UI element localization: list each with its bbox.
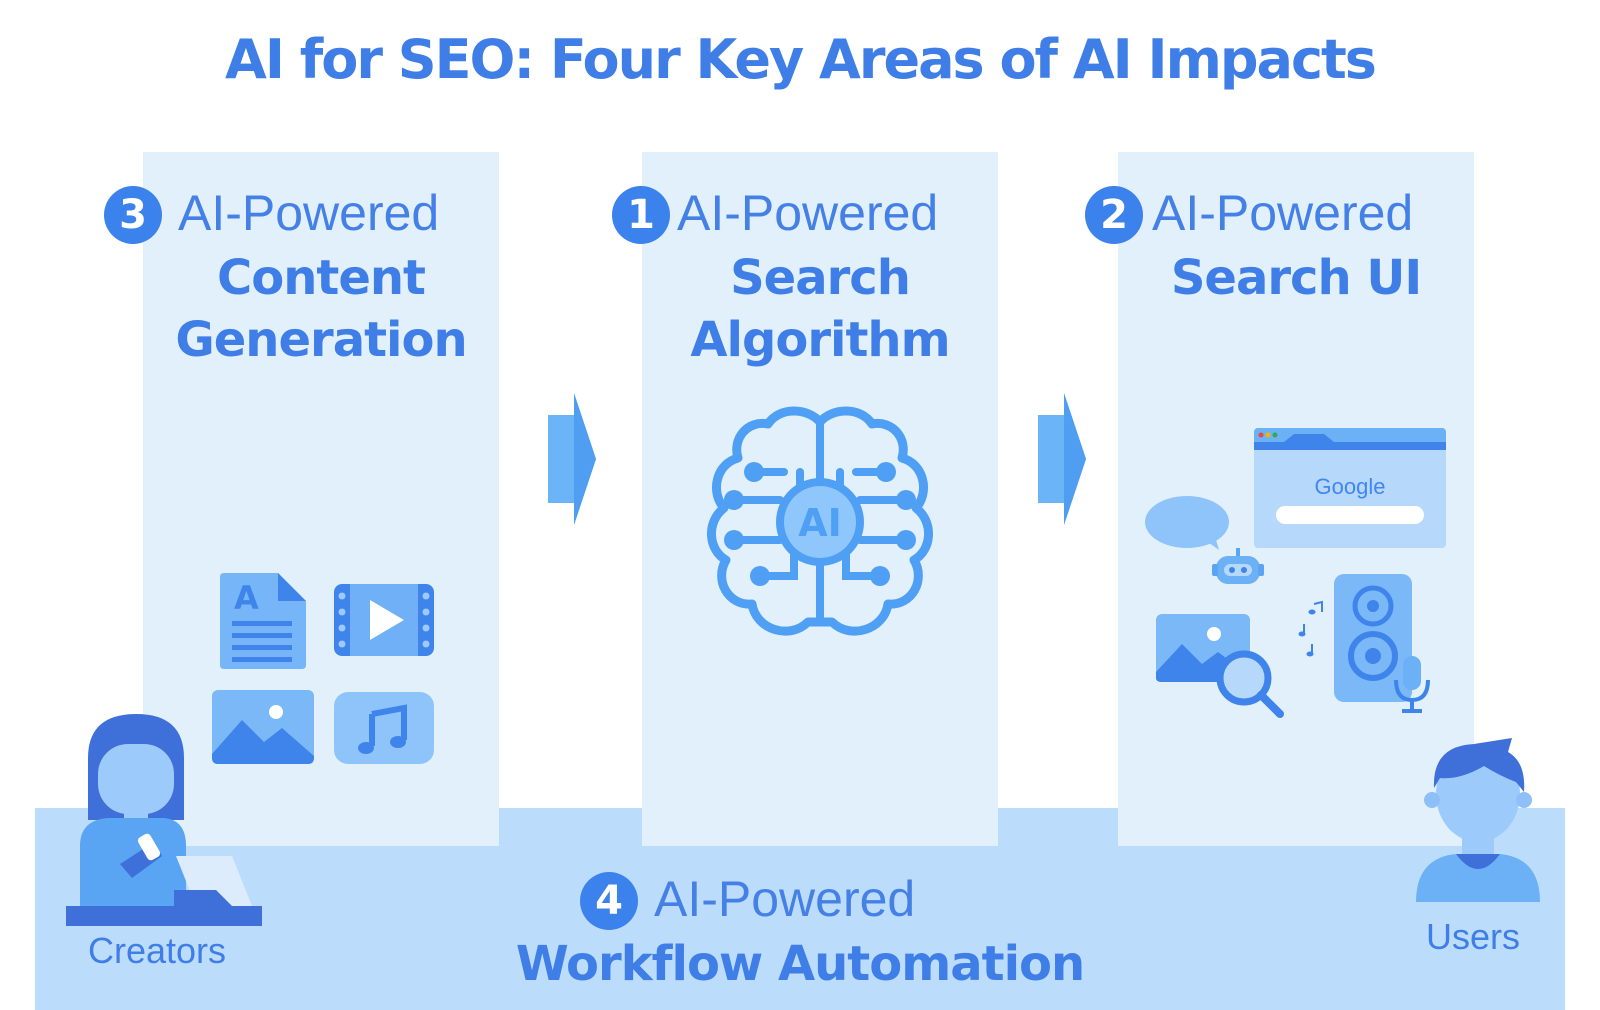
ai-brain-label: AI bbox=[798, 501, 842, 545]
workflow-automation-prefix: AI-Powered bbox=[654, 871, 916, 927]
users-label: Users bbox=[1426, 916, 1521, 957]
microphone-icon bbox=[1394, 656, 1430, 713]
ai-brain-icon: AI bbox=[707, 406, 933, 636]
badge-1: 1 bbox=[612, 186, 670, 244]
image-icon bbox=[212, 690, 314, 764]
speaker-icon bbox=[1334, 574, 1412, 702]
badge-2: 2 bbox=[1085, 186, 1143, 244]
document-icon: A bbox=[220, 573, 306, 669]
arrow-right-icon bbox=[1038, 393, 1086, 525]
creator-avatar bbox=[66, 714, 262, 926]
arrow-right-icon bbox=[548, 393, 596, 525]
search-ui-line1: Search UI bbox=[1170, 250, 1422, 306]
badge-3: 3 bbox=[104, 186, 162, 244]
search-algorithm-line2: Algorithm bbox=[690, 312, 950, 368]
content-generation-prefix: AI-Powered bbox=[178, 185, 440, 241]
creators-label: Creators bbox=[88, 930, 227, 971]
svg-text:A: A bbox=[234, 579, 259, 617]
content-generation-column bbox=[143, 152, 499, 846]
user-avatar bbox=[1416, 738, 1540, 902]
content-generation-line1: Content bbox=[217, 250, 426, 306]
badge-4: 4 bbox=[580, 872, 638, 930]
chat-bubble-icon bbox=[1145, 496, 1229, 550]
music-icon bbox=[334, 692, 434, 764]
search-ui-prefix: AI-Powered bbox=[1152, 185, 1414, 241]
music-notes-icon bbox=[1298, 600, 1323, 657]
browser-icon: Google bbox=[1254, 428, 1446, 548]
video-icon bbox=[334, 584, 434, 656]
workflow-automation-line1: Workflow Automation bbox=[515, 936, 1085, 992]
robot-icon bbox=[1212, 548, 1264, 584]
search-algorithm-prefix: AI-Powered bbox=[677, 185, 939, 241]
content-generation-line2: Generation bbox=[175, 312, 467, 368]
google-logo: Google bbox=[1315, 474, 1386, 499]
search-algorithm-line1: Search bbox=[730, 250, 911, 306]
image-search-icon bbox=[1156, 614, 1284, 718]
page-title: AI for SEO: Four Key Areas of AI Impacts bbox=[225, 28, 1377, 91]
